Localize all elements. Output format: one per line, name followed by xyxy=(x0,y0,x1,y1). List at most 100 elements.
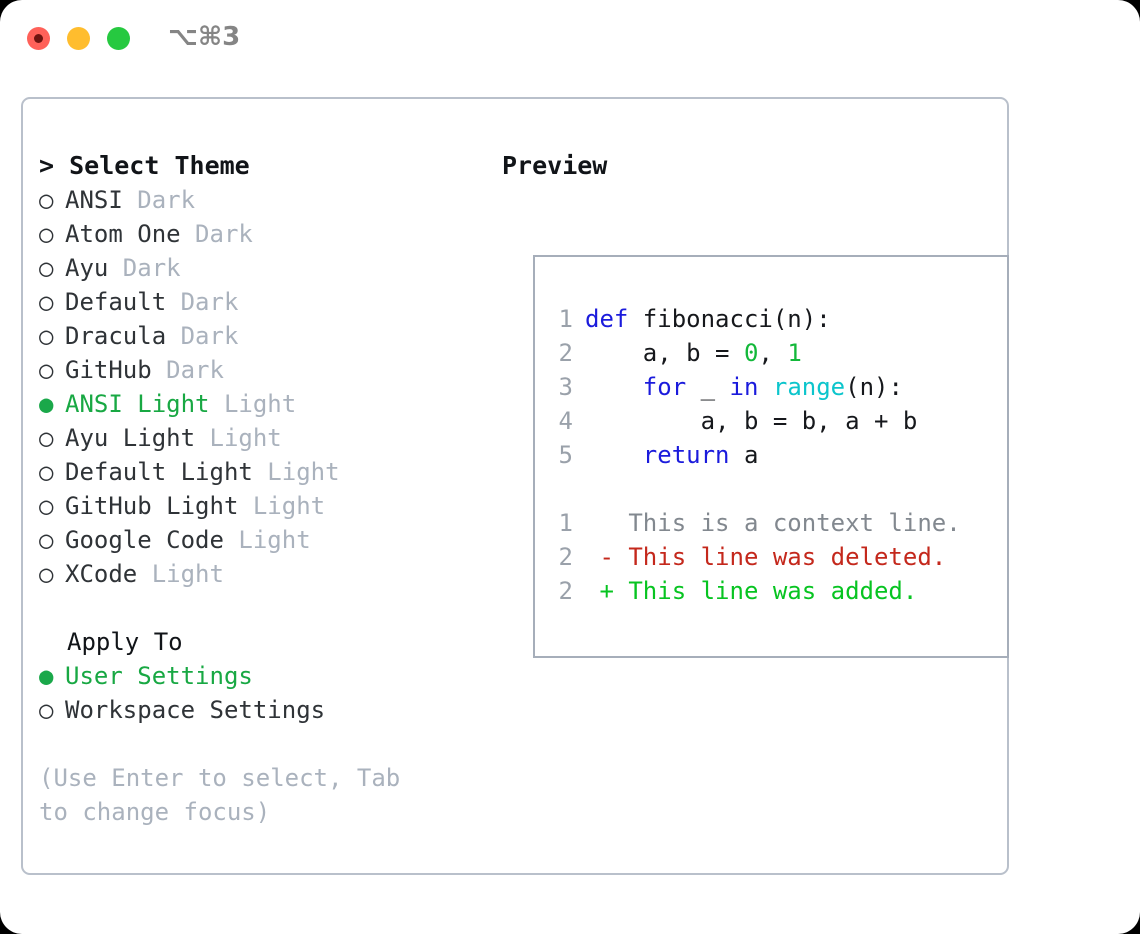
theme-option-dracula[interactable]: ○ Dracula Dark xyxy=(39,319,469,353)
radio-unselected-icon[interactable]: ○ xyxy=(39,526,54,554)
theme-option-label: GitHub Light xyxy=(65,492,239,520)
apply-to-option-user-settings[interactable]: ●User Settings xyxy=(39,659,469,693)
minimize-button-icon[interactable] xyxy=(67,27,90,50)
radio-unselected-icon[interactable]: ○ xyxy=(39,254,54,282)
theme-option-variant-badge: Light xyxy=(137,560,224,588)
theme-option-label: Dracula xyxy=(65,322,167,350)
code-token-ctx: This is a context line. xyxy=(585,509,961,537)
apply-to-label: Apply To xyxy=(67,628,183,656)
theme-option-github[interactable]: ○GitHub Dark xyxy=(39,353,469,387)
radio-unselected-icon[interactable]: ○ xyxy=(39,356,54,384)
theme-option-label: Ayu Light xyxy=(65,424,196,452)
line-number: 1 xyxy=(558,509,573,537)
hint-spacer xyxy=(39,727,469,761)
diff-lines: 1 This is a context line. 2 - This line w… xyxy=(549,506,999,608)
theme-list: ○ ANSI Dark ○ Atom One Dark ○ Ayu Dark ○ Defaul… xyxy=(39,183,469,591)
radio-unselected-icon[interactable]: ○ xyxy=(39,458,54,486)
radio-unselected-icon[interactable]: ○ xyxy=(39,288,54,316)
theme-option-label: XCode xyxy=(65,560,138,588)
radio-unselected-icon[interactable]: ○ xyxy=(39,322,54,350)
code-token-kw: return xyxy=(642,441,730,469)
code-token-kw: in xyxy=(729,373,759,401)
theme-option-variant-badge: Dark xyxy=(180,220,253,248)
radio-unselected-icon[interactable]: ○ xyxy=(39,492,54,520)
code-line: 4 a, b = b, a + b xyxy=(549,404,999,438)
code-token-txt: , xyxy=(758,339,788,367)
list-spacer xyxy=(39,591,469,625)
line-number: 1 xyxy=(558,305,573,333)
code-line: 5 return a xyxy=(549,438,999,472)
radio-unselected-icon[interactable]: ○ xyxy=(39,424,54,452)
line-number: 5 xyxy=(558,441,573,469)
code-token-del: - This line was deleted. xyxy=(585,543,947,571)
theme-option-github-light[interactable]: ○ GitHub Light Light xyxy=(39,489,469,523)
code-token-txt xyxy=(585,370,643,404)
diff-line: 2 - This line was deleted. xyxy=(549,540,999,574)
line-number: 2 xyxy=(558,543,573,571)
code-line: 3 for _ in range(n): xyxy=(549,370,999,404)
radio-unselected-icon[interactable]: ○ xyxy=(39,186,54,214)
keyboard-hint-text: (Use Enter to select, Tab to change focu… xyxy=(39,764,415,826)
theme-option-default-light[interactable]: ○ Default Light Light xyxy=(39,455,469,489)
code-token-kw: for xyxy=(642,373,687,401)
title-bar: ⌥⌘3 xyxy=(0,0,1140,78)
theme-option-label: Google Code xyxy=(65,526,224,554)
theme-option-variant-badge: Dark xyxy=(166,322,239,350)
radio-selected-icon[interactable]: ● xyxy=(39,390,54,418)
apply-to-list: ●User Settings ○ Workspace Settings xyxy=(39,659,469,727)
theme-option-label: Ayu xyxy=(65,254,109,282)
theme-option-default[interactable]: ○ Default Dark xyxy=(39,285,469,319)
theme-option-ayu-light[interactable]: ○ Ayu Light Light xyxy=(39,421,469,455)
theme-option-ansi[interactable]: ○ ANSI Dark xyxy=(39,183,469,217)
radio-unselected-icon[interactable]: ○ xyxy=(39,560,54,588)
code-token-add: + This line was added. xyxy=(585,577,918,605)
theme-option-variant-badge: Dark xyxy=(166,288,239,316)
code-token-txt xyxy=(758,370,772,404)
theme-option-google-code[interactable]: ○Google Code Light xyxy=(39,523,469,557)
code-token-txt: fibonacci(n): xyxy=(642,305,831,333)
line-number: 3 xyxy=(558,373,573,401)
code-line: 2 a, b = 0, 1 xyxy=(549,336,999,370)
theme-option-variant-badge: Light xyxy=(195,424,282,452)
code-token-num: 0 xyxy=(743,339,759,367)
theme-option-variant-badge: Dark xyxy=(151,356,224,384)
code-token-txt: a, b = xyxy=(585,339,744,367)
theme-option-atom-one[interactable]: ○ Atom One Dark xyxy=(39,217,469,251)
theme-option-label: ANSI Light xyxy=(65,390,210,418)
theme-option-xcode[interactable]: ○ XCode Light xyxy=(39,557,469,591)
radio-selected-icon[interactable]: ● xyxy=(39,662,54,690)
radio-unselected-icon[interactable]: ○ xyxy=(39,696,54,724)
select-theme-header: > Select Theme xyxy=(39,151,250,180)
radio-unselected-icon[interactable]: ○ xyxy=(39,220,54,248)
close-button-inner-dot xyxy=(34,34,43,43)
code-diff-separator xyxy=(549,472,999,506)
apply-to-option-label: Workspace Settings xyxy=(65,696,326,724)
code-token-txt: a xyxy=(729,441,759,469)
apply-to-option-workspace-settings[interactable]: ○ Workspace Settings xyxy=(39,693,469,727)
theme-option-ansi-light[interactable]: ●ANSI Light Light xyxy=(39,387,469,421)
line-number: 4 xyxy=(558,407,573,435)
theme-option-variant-badge: Dark xyxy=(108,254,181,282)
preview-header: Preview xyxy=(502,151,608,180)
theme-option-variant-badge: Light xyxy=(252,458,340,486)
maximize-button-icon[interactable] xyxy=(107,27,130,50)
theme-option-variant-badge: Light xyxy=(238,492,326,520)
diff-line: 2 + This line was added. xyxy=(549,574,999,608)
close-button-icon[interactable] xyxy=(27,27,50,50)
theme-option-variant-badge: Dark xyxy=(122,186,196,214)
code-token-num: 1 xyxy=(787,339,802,367)
main-panel: > Select Theme ○ANSI Dark○Atom One Dark○… xyxy=(21,97,1009,875)
code-token-txt xyxy=(585,438,643,472)
theme-option-label: ANSI xyxy=(65,186,123,214)
theme-option-label: Default Light xyxy=(65,458,253,486)
theme-option-label: Atom One xyxy=(65,220,181,248)
theme-option-label: Default xyxy=(65,288,167,316)
line-number: 2 xyxy=(558,339,573,367)
theme-option-ayu[interactable]: ○ Ayu Dark xyxy=(39,251,469,285)
